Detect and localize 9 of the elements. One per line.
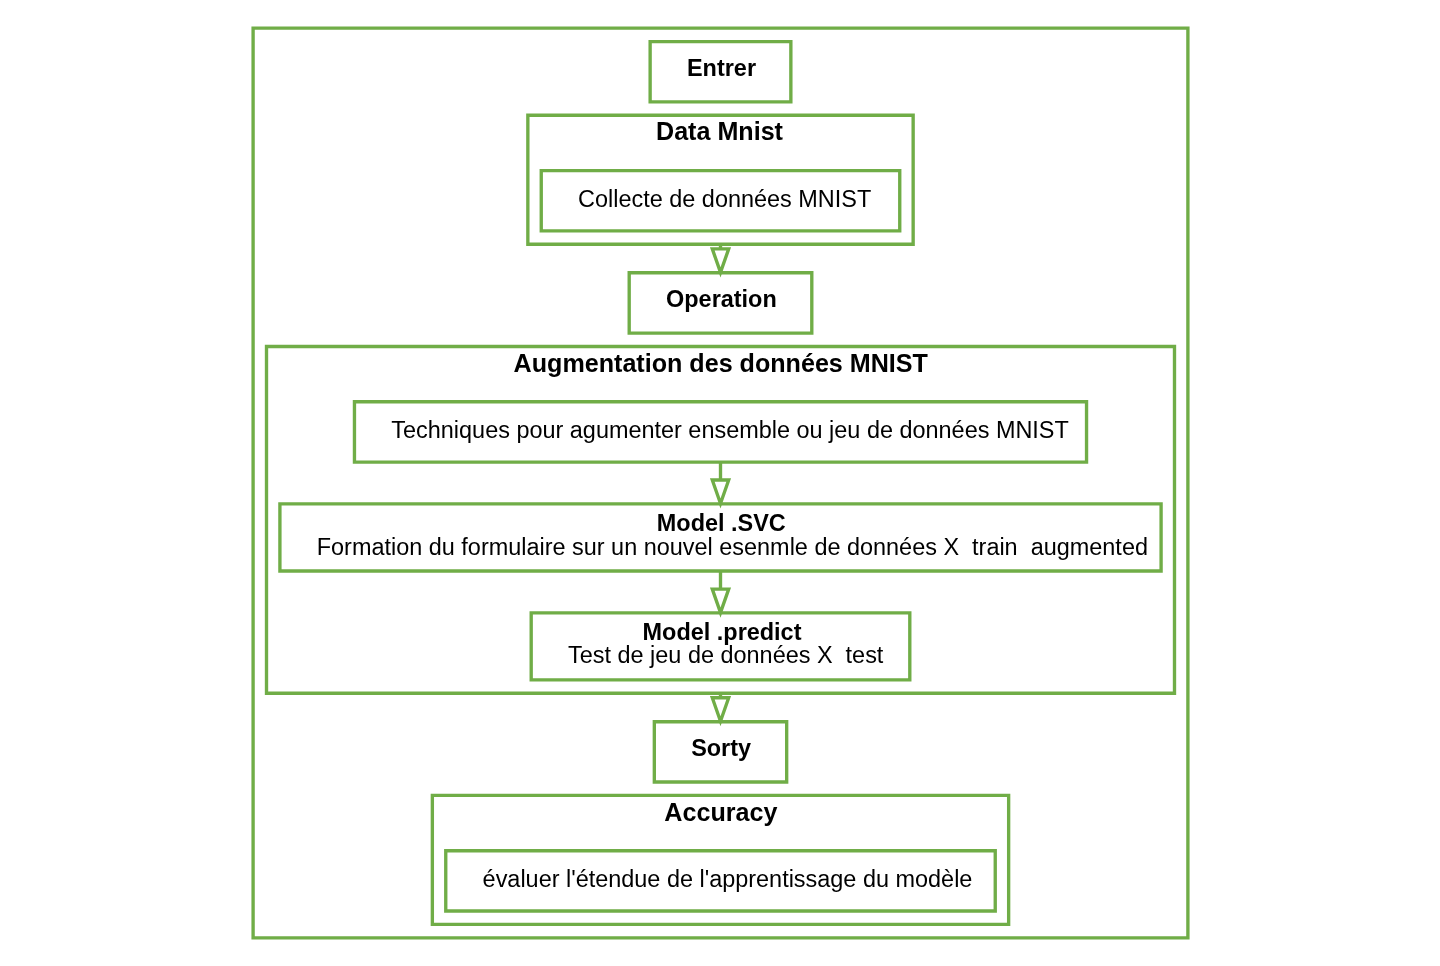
node-box: Model .predict Test de jeu de données X test: [529, 611, 911, 682]
node-box: Collecte de données MNIST: [539, 168, 901, 233]
node-box: Techniques pour agumenter ensemble ou jeu de données MNIST: [352, 400, 1088, 464]
node-box: Sorty: [652, 720, 788, 784]
node-box: Entrer: [647, 39, 793, 104]
node-box: Model .SVC Formation du formulaire sur un nouvel esenmle de données X train augmented: [277, 502, 1163, 573]
cluster: [250, 26, 1190, 940]
node-box: évaluer l'étendue de l'apprentissage du modèle: [443, 849, 997, 913]
node-box: Operation: [627, 271, 813, 335]
